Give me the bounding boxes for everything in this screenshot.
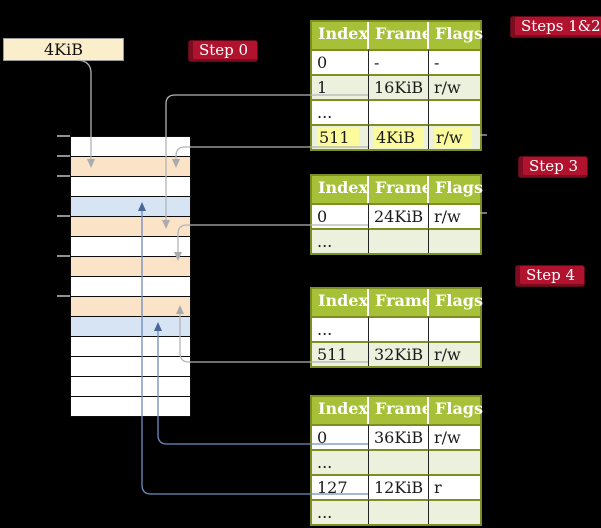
memory-frame-free xyxy=(71,397,190,416)
cell-flags: r/w xyxy=(429,424,480,449)
physical-memory-column xyxy=(70,136,191,417)
cell-index: ... xyxy=(312,499,369,524)
memory-tick xyxy=(57,175,70,177)
column-header-flags: Flags xyxy=(429,22,483,49)
highlight-mark: 4KiB xyxy=(374,128,425,148)
cell-index: 1 xyxy=(312,74,369,99)
cell-flags: - xyxy=(429,49,480,74)
memory-frame-free xyxy=(71,337,190,357)
cell-frame: 36KiB xyxy=(369,424,429,449)
cell-flags xyxy=(429,228,480,253)
memory-frame-page xyxy=(71,197,190,217)
badge-step-4: Step 4 xyxy=(516,266,585,286)
column-header-flags: Flags xyxy=(429,176,483,203)
cell-frame: 24KiB xyxy=(369,203,429,228)
cell-index: 0 xyxy=(312,424,369,449)
column-header-index: Index xyxy=(312,176,369,203)
column-header-index: Index xyxy=(312,289,369,316)
cell-frame: 16KiB xyxy=(369,74,429,99)
memory-frame-free xyxy=(71,237,190,257)
cell-frame xyxy=(369,99,429,124)
cell-index: ... xyxy=(312,228,369,253)
cell-index: ... xyxy=(312,449,369,474)
page-size-label: 4KiB xyxy=(43,40,83,59)
column-header-frame: Frame xyxy=(369,289,432,316)
memory-frame-free xyxy=(71,137,190,157)
cell-index: 0 xyxy=(312,49,369,74)
cell-index: 127 xyxy=(312,474,369,499)
cell-frame: 12KiB xyxy=(369,474,429,499)
cell-flags: r xyxy=(429,474,480,499)
memory-tick xyxy=(57,135,70,137)
badge-steps-1-2: Steps 1&2 xyxy=(511,17,601,37)
memory-frame-pagetable xyxy=(71,297,190,317)
cell-index: 0 xyxy=(312,203,369,228)
cell-flags xyxy=(429,99,480,124)
cell-frame: 4KiB xyxy=(369,124,429,149)
cell-flags xyxy=(429,499,480,524)
column-header-flags: Flags xyxy=(429,289,483,316)
cell-flags: r/w xyxy=(429,341,480,366)
cell-frame: - xyxy=(369,49,429,74)
memory-frame-free xyxy=(71,277,190,297)
column-header-frame: Frame xyxy=(369,22,432,49)
memory-frame-free xyxy=(71,177,190,197)
column-header-index: Index xyxy=(312,22,369,49)
column-header-frame: Frame xyxy=(369,176,432,203)
memory-frame-free xyxy=(71,357,190,377)
cell-index: ... xyxy=(312,99,369,124)
badge-step-0: Step 0 xyxy=(189,41,258,61)
cell-flags: r/w xyxy=(429,74,480,99)
cell-index: ... xyxy=(312,316,369,341)
cell-index: 511 xyxy=(312,341,369,366)
memory-tick xyxy=(57,155,70,157)
cell-frame xyxy=(369,316,429,341)
highlight-mark: r/w xyxy=(434,128,472,148)
cell-flags xyxy=(429,316,480,341)
memory-frame-page xyxy=(71,317,190,337)
cell-flags: r/w xyxy=(429,203,480,228)
memory-tick xyxy=(57,295,70,297)
memory-frame-pagetable xyxy=(71,257,190,277)
memory-tick xyxy=(57,215,70,217)
cell-flags: r/w xyxy=(429,124,480,149)
memory-frame-pagetable xyxy=(71,217,190,237)
badge-step-3: Step 3 xyxy=(519,157,588,177)
cell-frame: 32KiB xyxy=(369,341,429,366)
column-header-frame: Frame xyxy=(369,397,432,424)
memory-frame-free xyxy=(71,377,190,397)
column-header-flags: Flags xyxy=(429,397,483,424)
memory-tick xyxy=(57,255,70,257)
page-size-box: 4KiB xyxy=(3,38,124,61)
highlight-mark: 511 xyxy=(317,128,359,148)
column-header-index: Index xyxy=(312,397,369,424)
cell-frame xyxy=(369,499,429,524)
cell-flags xyxy=(429,449,480,474)
cell-index: 511 xyxy=(312,124,369,149)
cell-frame xyxy=(369,449,429,474)
cell-frame xyxy=(369,228,429,253)
memory-frame-pagetable xyxy=(71,157,190,177)
